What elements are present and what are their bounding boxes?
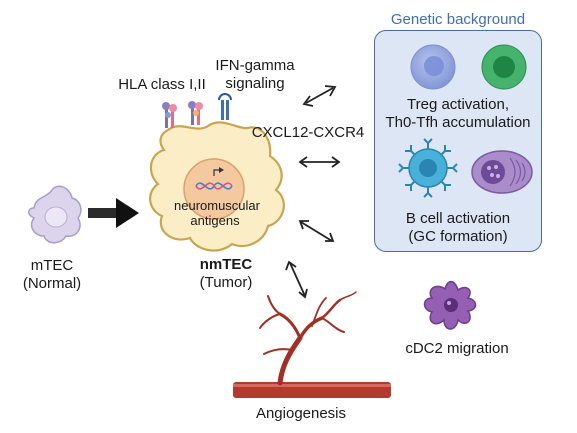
nmtec-label: nmTEC (Tumor)	[199, 256, 253, 291]
mtec-label: mTEC(Normal)	[22, 257, 82, 292]
arrow-bcell	[298, 220, 335, 242]
angiogenesis-label: Angiogenesis	[255, 405, 347, 422]
cxcl12-cxcr4-label: CXCL12-CXCR4	[251, 124, 365, 141]
nucleus	[183, 158, 245, 220]
ifn-gamma-receptor-icon	[218, 93, 232, 120]
dna-icon	[195, 167, 233, 190]
transformation-arrow	[88, 198, 139, 228]
b-cell-label: B cell activation(GC formation)	[405, 210, 511, 245]
arrow-cxcl	[298, 156, 341, 168]
blood-vessel-icon	[233, 291, 391, 398]
treg-tfh-label: Treg activation,Th0-Tfh accumulation	[385, 96, 531, 131]
hla-receptor-icon	[188, 101, 203, 125]
treg-cell-icon	[410, 44, 456, 90]
cdc2-label: cDC2 migration	[405, 340, 509, 357]
arrow-ifn	[302, 85, 337, 107]
hla-label: HLA class I,II	[118, 76, 206, 93]
cdc2-dendritic-cell-icon	[423, 280, 477, 330]
arrows	[285, 85, 341, 299]
mtec-normal-cell	[28, 185, 82, 244]
hla-receptor-icon	[162, 102, 177, 128]
genetic-background-title: Genetic background	[390, 11, 526, 28]
arrow-angio	[285, 260, 308, 299]
plasma-cell-icon	[471, 150, 533, 194]
nmtec-tumor-cell	[149, 121, 285, 252]
tfh-cell-icon	[481, 44, 527, 90]
b-cell-icon	[398, 138, 458, 198]
